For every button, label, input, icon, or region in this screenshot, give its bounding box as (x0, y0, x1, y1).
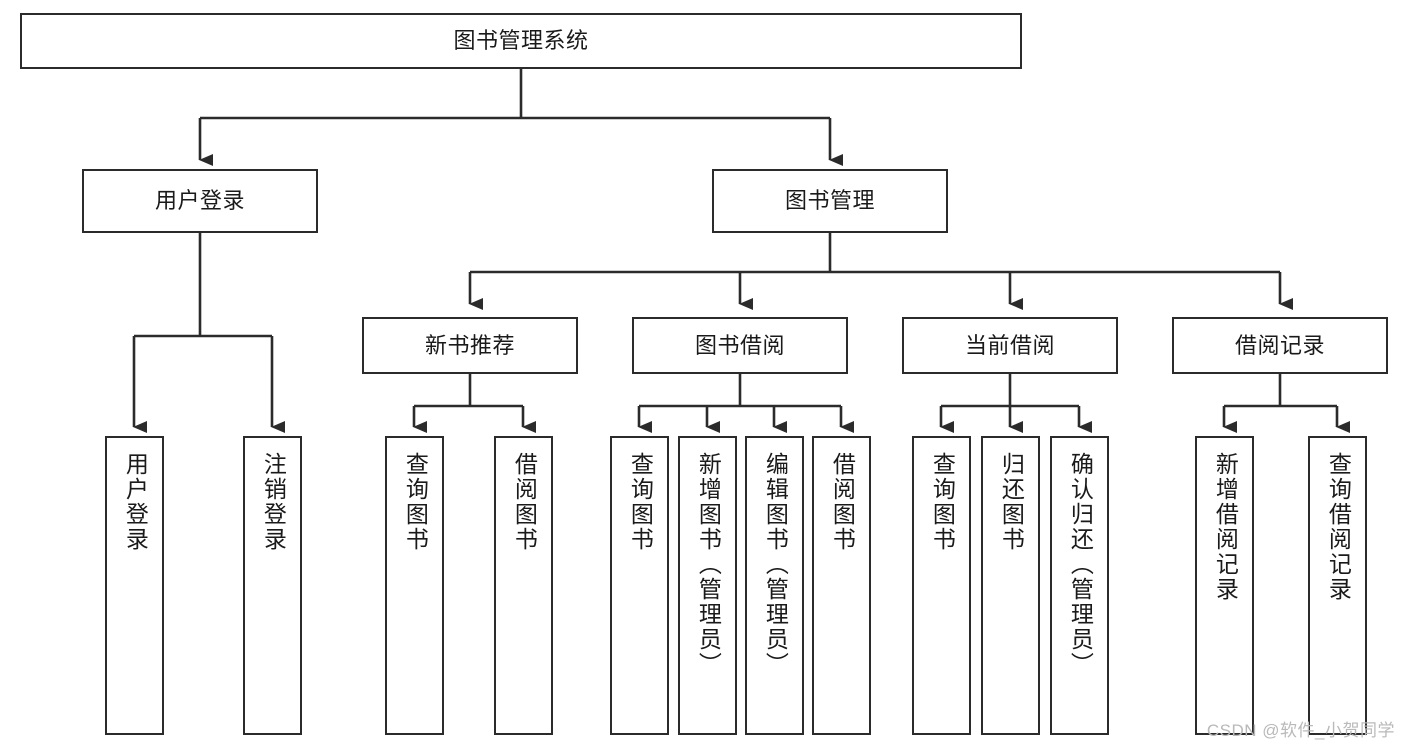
leaf-current-query[interactable]: 查询图书 (912, 436, 971, 735)
leaf-borrow-query[interactable]: 查询图书 (610, 436, 669, 735)
leaf-borrow-lend[interactable]: 借阅图书 (812, 436, 871, 735)
leaf-borrow-query-label: 查询图书 (627, 452, 654, 552)
node-borrow-record[interactable]: 借阅记录 (1172, 317, 1388, 374)
leaf-borrow-add[interactable]: 新增图书（管理员） (678, 436, 737, 735)
leaf-record-query[interactable]: 查询借阅记录 (1308, 436, 1367, 735)
leaf-borrow-add-label: 新增图书（管理员） (695, 452, 722, 677)
node-book-borrow[interactable]: 图书借阅 (632, 317, 848, 374)
leaf-current-confirm[interactable]: 确认归还（管理员） (1050, 436, 1109, 735)
watermark-text: CSDN @软件_小贺同学 (1206, 721, 1395, 740)
node-current-borrow[interactable]: 当前借阅 (902, 317, 1118, 374)
node-user-login[interactable]: 用户登录 (82, 169, 318, 233)
leaf-newbook-query-label: 查询图书 (402, 452, 429, 552)
leaf-newbook-borrow[interactable]: 借阅图书 (494, 436, 553, 735)
leaf-record-query-label: 查询借阅记录 (1325, 452, 1352, 602)
leaf-borrow-edit[interactable]: 编辑图书（管理员） (745, 436, 804, 735)
leaf-record-add[interactable]: 新增借阅记录 (1195, 436, 1254, 735)
node-root[interactable]: 图书管理系统 (20, 13, 1022, 69)
leaf-record-add-label: 新增借阅记录 (1212, 452, 1239, 602)
node-book-management[interactable]: 图书管理 (712, 169, 948, 233)
node-root-label: 图书管理系统 (453, 28, 589, 54)
node-new-book-recommend[interactable]: 新书推荐 (362, 317, 578, 374)
leaf-login-user-label: 用户登录 (122, 452, 149, 552)
leaf-login-user[interactable]: 用户登录 (105, 436, 164, 735)
leaf-login-logout[interactable]: 注销登录 (243, 436, 302, 735)
leaf-current-return[interactable]: 归还图书 (981, 436, 1040, 735)
leaf-login-logout-label: 注销登录 (260, 452, 287, 552)
leaf-current-return-label: 归还图书 (998, 452, 1025, 552)
node-new-book-recommend-label: 新书推荐 (424, 332, 515, 358)
leaf-borrow-edit-label: 编辑图书（管理员） (762, 452, 789, 677)
leaf-current-query-label: 查询图书 (929, 452, 956, 552)
node-book-management-label: 图书管理 (784, 188, 875, 214)
leaf-newbook-query[interactable]: 查询图书 (385, 436, 444, 735)
leaf-borrow-lend-label: 借阅图书 (829, 452, 856, 552)
leaf-current-confirm-label: 确认归还（管理员） (1067, 452, 1094, 677)
node-book-borrow-label: 图书借阅 (694, 332, 785, 358)
node-current-borrow-label: 当前借阅 (964, 332, 1055, 358)
node-user-login-label: 用户登录 (154, 188, 245, 214)
leaf-newbook-borrow-label: 借阅图书 (511, 452, 538, 552)
node-borrow-record-label: 借阅记录 (1234, 332, 1325, 358)
